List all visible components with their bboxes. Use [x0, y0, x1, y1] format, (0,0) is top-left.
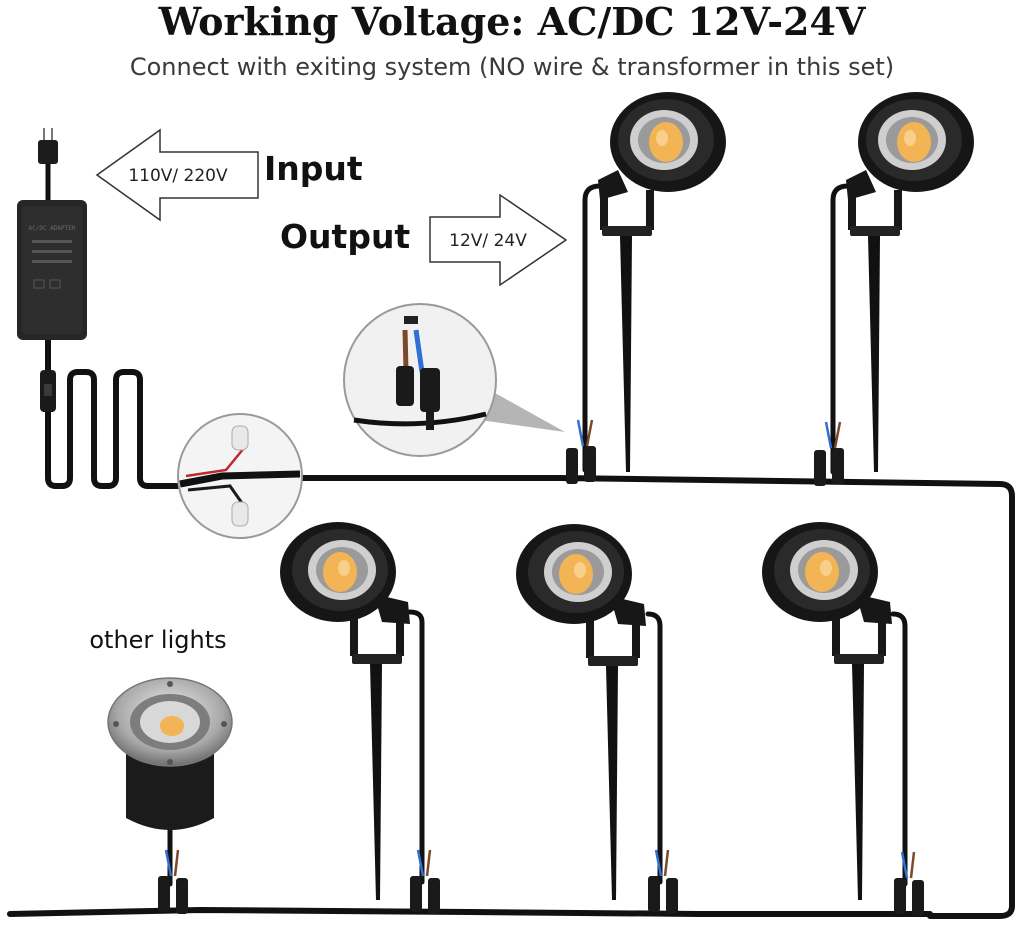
other-lights-label: other lights: [89, 626, 226, 654]
wire-splits: [164, 419, 916, 879]
spotlight-icon: [598, 92, 726, 472]
wire-junction-zoom-icon: [177, 413, 303, 539]
switch-icon: [40, 370, 56, 412]
spotlight-icon: [516, 524, 646, 900]
input-label: Input: [264, 149, 363, 188]
junction-connectors: [158, 446, 924, 916]
input-voltage-label: 110V/ 220V: [128, 166, 228, 186]
page-title: Working Voltage: AC/DC 12V-24V: [158, 0, 866, 44]
page-subtitle: Connect with exiting system (NO wire & t…: [129, 53, 895, 81]
connector-zoom-icon: [343, 303, 565, 457]
output-label: Output: [280, 217, 410, 256]
main-cable: [7, 183, 1015, 919]
output-arrow: 12V/ 24V: [429, 193, 568, 287]
spotlight-icon: [762, 522, 892, 900]
output-voltage-label: 12V/ 24V: [449, 231, 527, 251]
power-adapter-icon: AC/DC ADAPTER: [17, 200, 87, 340]
inground-light-icon: [107, 677, 233, 830]
input-arrow: 110V/ 220V: [95, 128, 259, 222]
spotlight-icon: [280, 522, 410, 900]
svg-text:AC/DC ADAPTER: AC/DC ADAPTER: [29, 225, 76, 232]
spotlight-icon: [846, 92, 974, 472]
plug-icon: [38, 128, 58, 202]
